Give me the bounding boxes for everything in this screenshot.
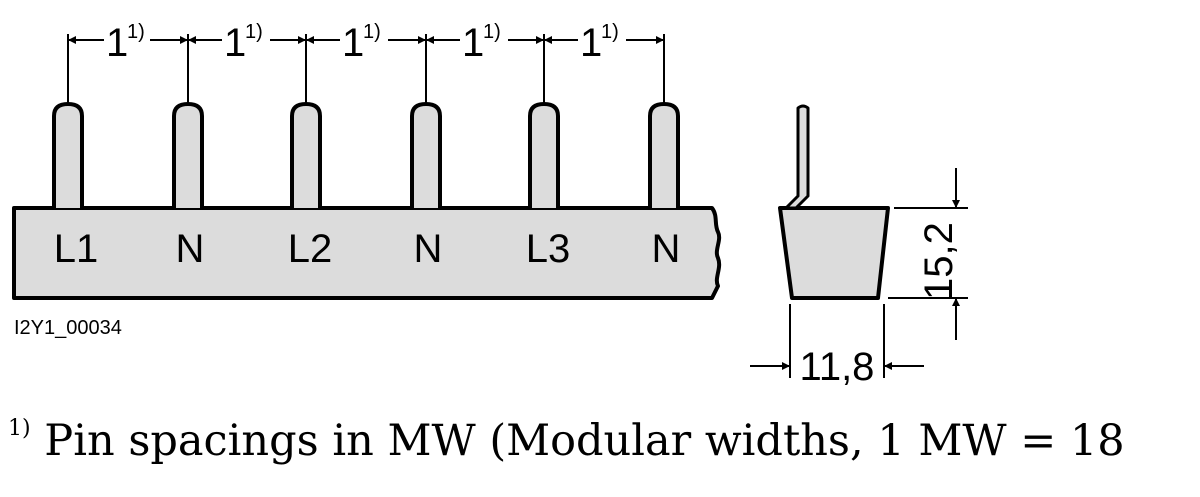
pin-label-3: L2 (288, 227, 333, 271)
spacing-value-4: 1 (462, 21, 484, 65)
reference-id: I2Y1_00034 (14, 317, 122, 339)
pin-label-5: L3 (526, 227, 571, 271)
pin-label-6: N (652, 227, 681, 271)
width-value: 11,8 (800, 345, 875, 389)
footnote-text: Pin spacings in MW (Modular widths, 1 MW… (44, 416, 1125, 466)
busbar-body (12, 206, 722, 300)
spacing-note-3: 1) (363, 21, 381, 43)
pin-5 (528, 101, 560, 208)
pin-label-4: N (414, 227, 443, 271)
footnote: 1) Pin spacings in MW (Modular widths, 1… (8, 416, 1125, 466)
height-value: 15,2 (917, 222, 961, 300)
side-view-pin (784, 104, 810, 210)
spacing-value-3: 1 (342, 21, 364, 65)
spacing-note-2: 1) (245, 21, 263, 43)
pin-label-2: N (176, 227, 205, 271)
spacing-note-5: 1) (601, 21, 619, 43)
spacing-note-1: 1) (127, 21, 145, 43)
pin-label-1: L1 (54, 227, 99, 271)
spacing-value-2: 1 (224, 21, 246, 65)
pin-3 (290, 101, 322, 208)
pin-1 (52, 101, 84, 208)
footnote-marker: 1) (8, 416, 31, 441)
pin-2 (172, 101, 204, 208)
spacing-value-1: 1 (106, 21, 128, 65)
pin-6 (648, 101, 680, 208)
pin-4 (410, 101, 442, 208)
spacing-value-5: 1 (580, 21, 602, 65)
spacing-note-4: 1) (483, 21, 501, 43)
side-view-body (778, 206, 890, 300)
